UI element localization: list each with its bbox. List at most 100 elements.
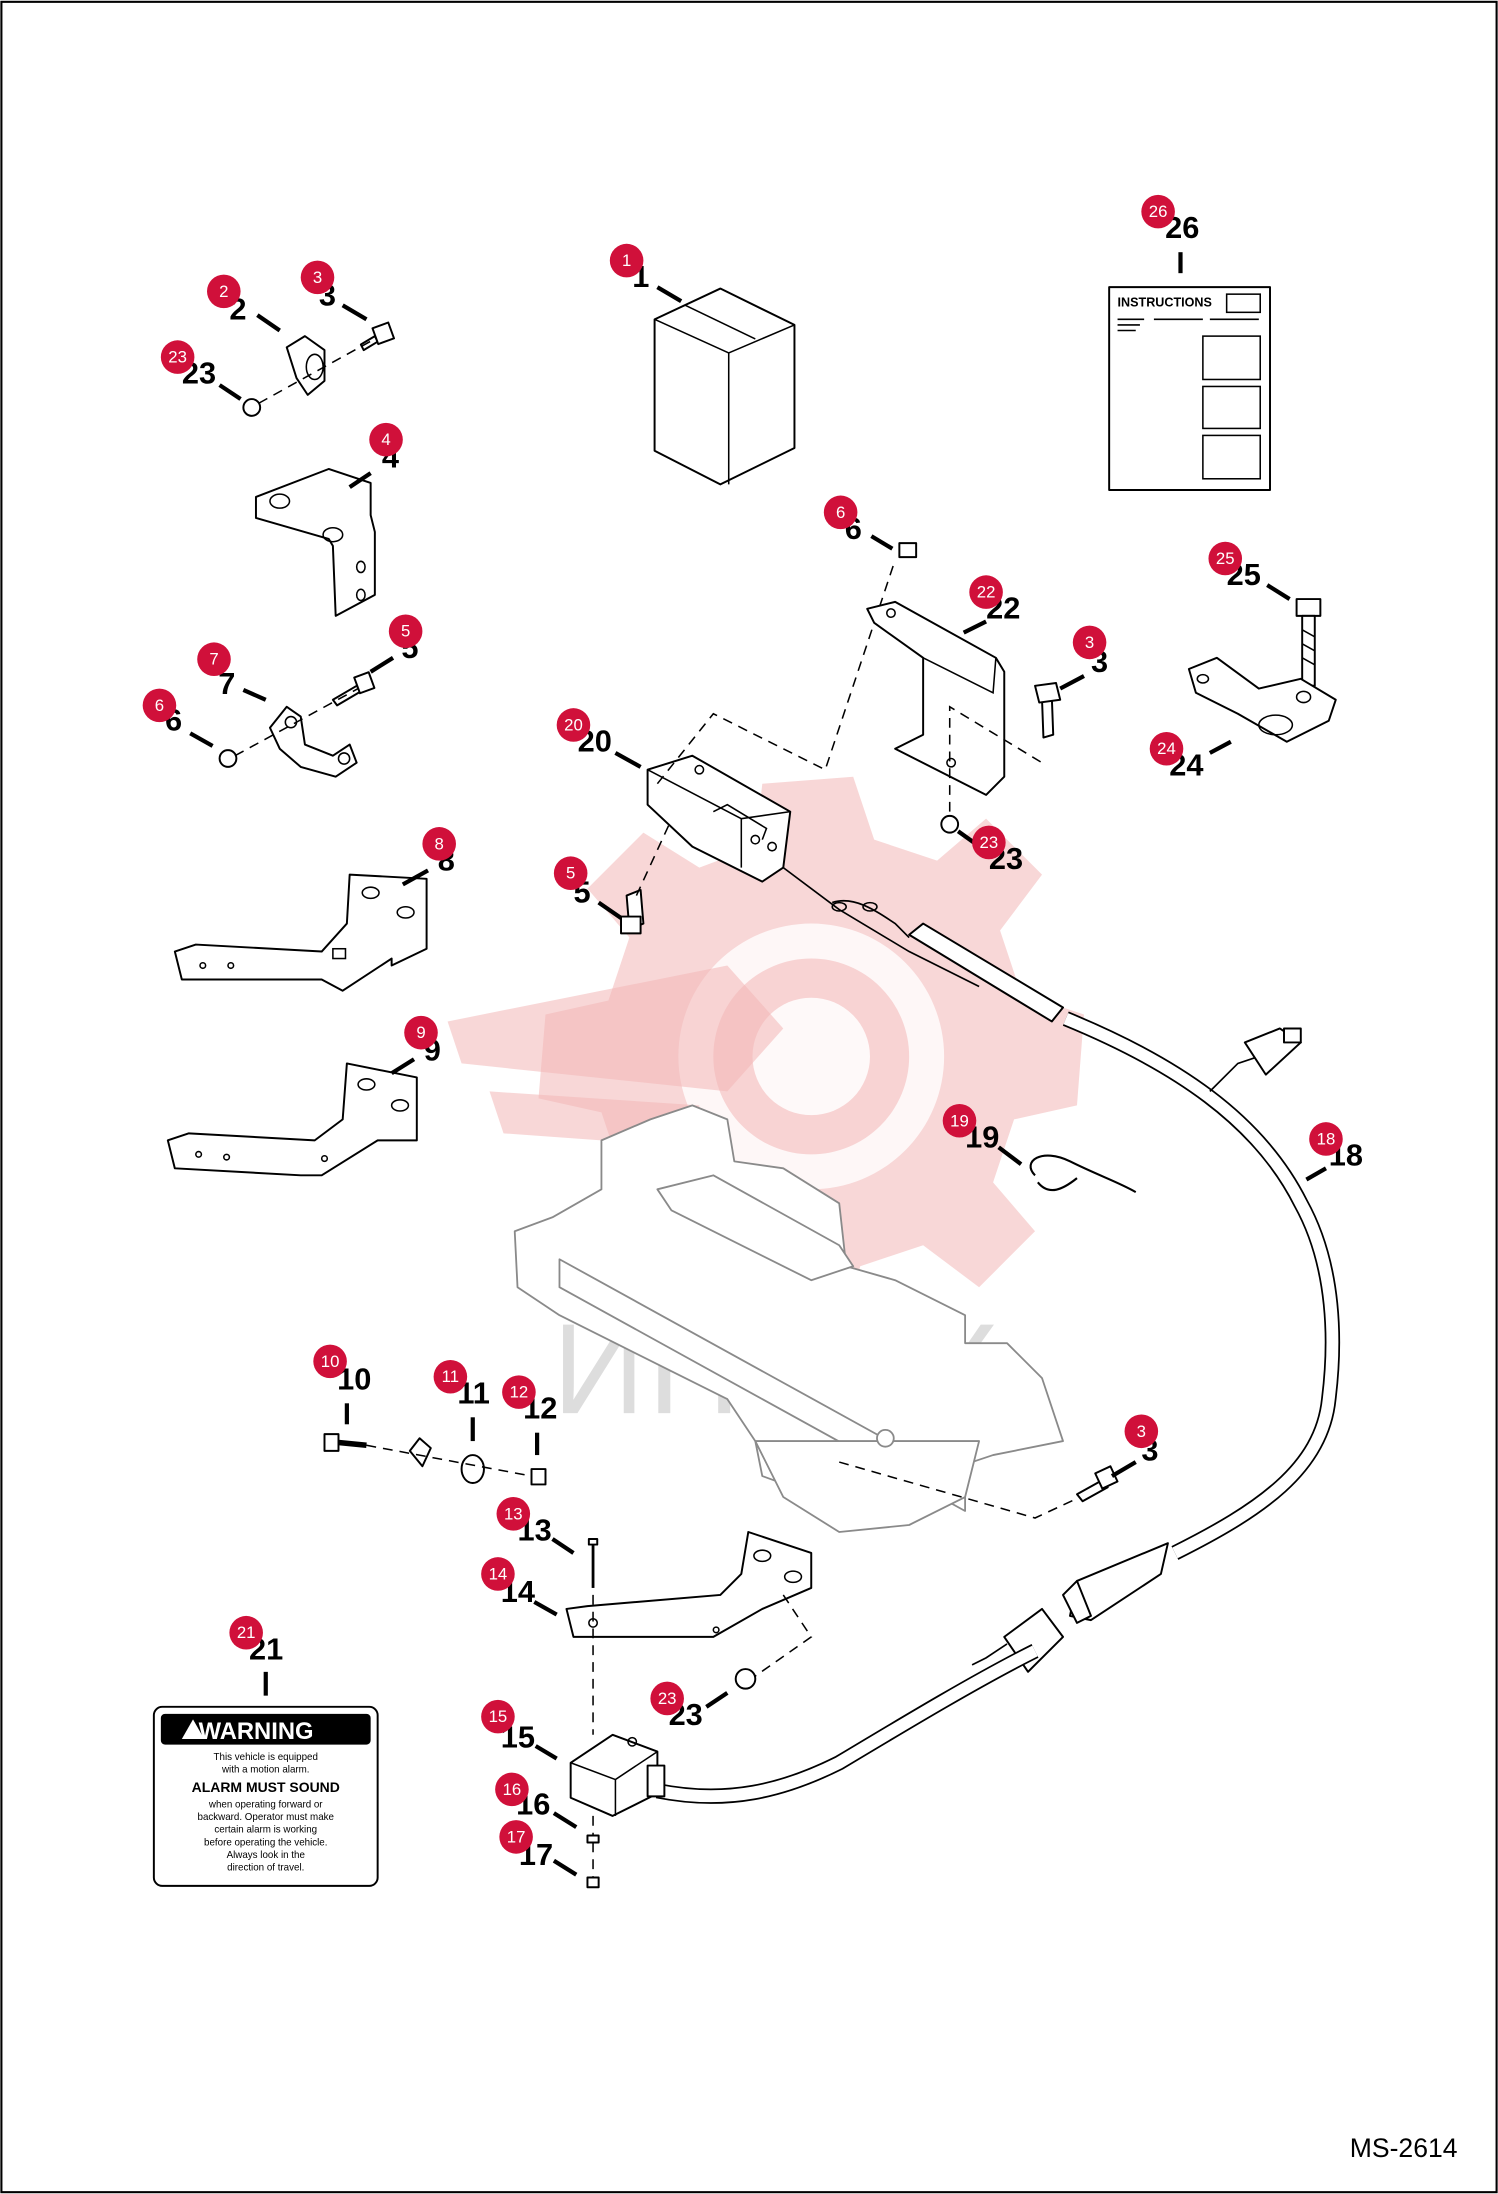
svg-text:6: 6 <box>836 503 845 522</box>
part-10-bolt <box>323 1433 367 1452</box>
callout-leader-c15 <box>534 1744 558 1761</box>
svg-text:24: 24 <box>1157 739 1176 758</box>
callout-badge-c9[interactable]: 9 <box>404 1015 438 1050</box>
part-22-bracket <box>866 600 1006 796</box>
callout-leader-c3c <box>1110 1460 1137 1478</box>
warning-line4: backward. Operator must make <box>198 1812 334 1823</box>
callout-badge-c13[interactable]: 13 <box>496 1497 531 1531</box>
assembly-line-a <box>258 338 376 404</box>
assembly-line-e <box>948 705 1043 812</box>
part-14-bracket <box>565 1531 813 1638</box>
assembly-line-b <box>234 687 359 757</box>
instructions-title: INSTRUCTIONS <box>1118 296 1212 310</box>
svg-text:23: 23 <box>168 348 187 367</box>
callout-badge-c6a[interactable]: 6 <box>142 688 177 723</box>
callout-badge-c23c[interactable]: 23 <box>650 1681 684 1716</box>
callout-leader-c9 <box>390 1057 416 1076</box>
assembly-line-g <box>839 1461 1075 1519</box>
part-5-bolt-a <box>331 671 376 707</box>
svg-text:11: 11 <box>442 1367 459 1386</box>
callout-leader-c18 <box>1305 1166 1328 1182</box>
warning-title: WARNING <box>199 1718 314 1745</box>
callout-badge-c16[interactable]: 16 <box>495 1772 529 1807</box>
warning-line7: Always look in the <box>227 1850 305 1861</box>
drawing-id: MS-2614 <box>1350 2133 1458 2163</box>
svg-text:9: 9 <box>416 1023 425 1042</box>
svg-text:3: 3 <box>313 268 322 287</box>
part-3-bolt-c <box>1076 1465 1119 1503</box>
assembly-line-h <box>740 1594 813 1687</box>
callout-badge-c21[interactable]: 21 <box>229 1615 263 1650</box>
callout-leader-c20 <box>614 751 642 769</box>
callout-badge-c5a[interactable]: 5 <box>388 614 423 649</box>
callout-leader-c2 <box>256 313 281 333</box>
callout-badge-c26[interactable]: 26 <box>1141 194 1175 229</box>
part-20-alarm-housing <box>646 754 792 883</box>
svg-text:22: 22 <box>977 583 996 602</box>
callout-leader-c13 <box>551 1537 575 1555</box>
svg-text:23: 23 <box>980 833 999 852</box>
callout-badge-c19[interactable]: 19 <box>942 1103 977 1138</box>
callout-badge-c17[interactable]: 17 <box>499 1820 533 1854</box>
part-9-bracket <box>166 1062 418 1177</box>
warning-line6: before operating the vehicle. <box>204 1837 327 1848</box>
callout-leader-c17 <box>552 1858 578 1877</box>
callout-badge-c10[interactable]: 10 <box>313 1344 347 1379</box>
part-16-washer <box>586 1834 600 1844</box>
callout-badge-c25[interactable]: 25 <box>1208 541 1243 576</box>
svg-text:15: 15 <box>489 1707 508 1726</box>
callout-number-c7: 7 <box>218 666 235 701</box>
part-2-clamp <box>285 335 326 396</box>
callout-badge-c22[interactable]: 22 <box>969 575 1003 609</box>
callout-leader-c19 <box>997 1145 1023 1166</box>
part-18-wire-harness <box>655 866 1341 1804</box>
part-17-nut <box>586 1876 600 1889</box>
svg-text:19: 19 <box>950 1111 969 1130</box>
callout-badge-c12[interactable]: 12 <box>502 1375 536 1409</box>
callout-badge-c2[interactable]: 2 <box>207 274 241 309</box>
part-3-bolt-a <box>359 321 395 352</box>
callout-badge-c7[interactable]: 7 <box>197 642 231 676</box>
callout-badge-c18[interactable]: 18 <box>1309 1122 1343 1156</box>
part-19-cable-tie <box>1029 1154 1137 1194</box>
assembly-line-f <box>366 1444 532 1477</box>
part-25-bolt <box>1295 598 1322 687</box>
part-4-bracket <box>254 468 376 617</box>
callout-leader-c1 <box>656 285 683 303</box>
callout-badge-c14[interactable]: 14 <box>481 1557 515 1591</box>
callout-badge-c15[interactable]: 15 <box>481 1699 515 1734</box>
part-6-nut-b <box>898 542 918 559</box>
svg-text:18: 18 <box>1317 1129 1336 1148</box>
warning-line1: This vehicle is equipped <box>214 1752 318 1763</box>
callout-leader-c7 <box>242 688 267 702</box>
machine-frame-ghost <box>513 1104 1064 1533</box>
callout-leader-c24 <box>1208 739 1232 755</box>
callout-badge-c1[interactable]: 1 <box>609 243 644 278</box>
part-11-spacer <box>408 1437 485 1485</box>
callout-badge-c3c[interactable]: 3 <box>1124 1414 1159 1449</box>
svg-text:2: 2 <box>219 282 228 301</box>
callout-badge-c23b[interactable]: 23 <box>972 825 1006 860</box>
callout-badge-c8[interactable]: 8 <box>422 827 456 861</box>
callout-badge-c20[interactable]: 20 <box>556 708 591 742</box>
callout-badge-c11[interactable]: 11 <box>433 1359 468 1394</box>
callout-badge-c24[interactable]: 24 <box>1149 731 1184 766</box>
part-12-nut <box>530 1468 547 1486</box>
callout-leader-c23a <box>218 383 242 401</box>
svg-text:1: 1 <box>622 251 631 270</box>
svg-text:25: 25 <box>1216 549 1235 568</box>
callout-leader-c3a <box>341 303 368 322</box>
callout-badge-c23a[interactable]: 23 <box>160 340 195 374</box>
callout-badge-c6b[interactable]: 6 <box>823 495 858 530</box>
part-23-nut-b <box>940 814 960 834</box>
callout-badge-c4[interactable]: 4 <box>369 422 403 457</box>
callout-badge-c3a[interactable]: 3 <box>300 260 335 295</box>
callout-leader-c6b <box>870 534 894 551</box>
part-15-sensor <box>569 1733 666 1817</box>
warning-line3: when operating forward or <box>208 1800 323 1811</box>
callout-badge-c3b[interactable]: 3 <box>1072 625 1107 660</box>
part-23-nut-c <box>734 1668 757 1690</box>
part-23-nut-a <box>242 398 262 417</box>
callout-badge-c5b[interactable]: 5 <box>553 856 588 890</box>
